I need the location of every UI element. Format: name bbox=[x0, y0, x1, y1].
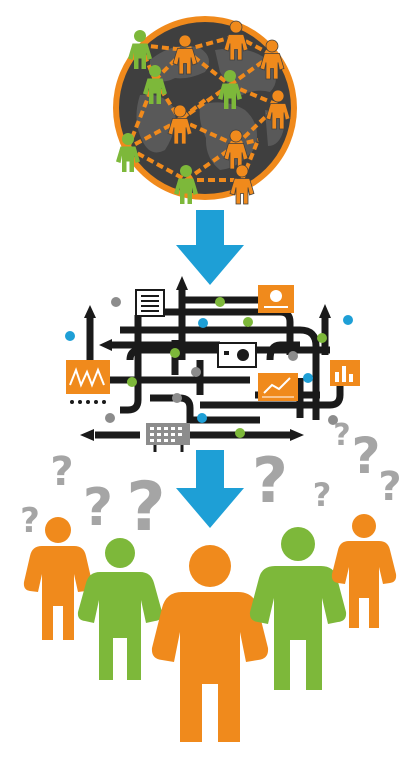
question-mark-icon: ? bbox=[378, 464, 401, 510]
person-icon bbox=[151, 545, 269, 742]
question-mark-icon: ? bbox=[313, 476, 332, 514]
question-mark-icon: ? bbox=[351, 427, 380, 485]
bar-chart-icon bbox=[330, 360, 360, 386]
person-icon bbox=[77, 538, 163, 680]
question-mark-icon: ? bbox=[333, 418, 350, 453]
person-icon bbox=[23, 517, 93, 640]
globe-network-icon bbox=[113, 16, 297, 205]
question-mark-icon: ? bbox=[252, 444, 288, 517]
waveform-chart-icon bbox=[66, 360, 110, 404]
person-icon bbox=[249, 527, 347, 690]
down-arrow-icon bbox=[176, 210, 244, 285]
pie-chart-icon bbox=[258, 285, 294, 313]
server-icon bbox=[146, 423, 190, 452]
data-flow-diagram-icon bbox=[65, 276, 360, 452]
question-mark-icon: ? bbox=[83, 478, 113, 538]
person-icon bbox=[331, 514, 397, 628]
line-chart-icon bbox=[258, 373, 298, 401]
question-mark-icon: ? bbox=[126, 468, 165, 547]
question-mark-icon: ? bbox=[50, 449, 73, 495]
document-icon bbox=[135, 289, 165, 317]
pie-chart-icon bbox=[217, 342, 257, 368]
down-arrow-icon bbox=[176, 450, 244, 528]
question-mark-icon: ? bbox=[20, 501, 40, 541]
